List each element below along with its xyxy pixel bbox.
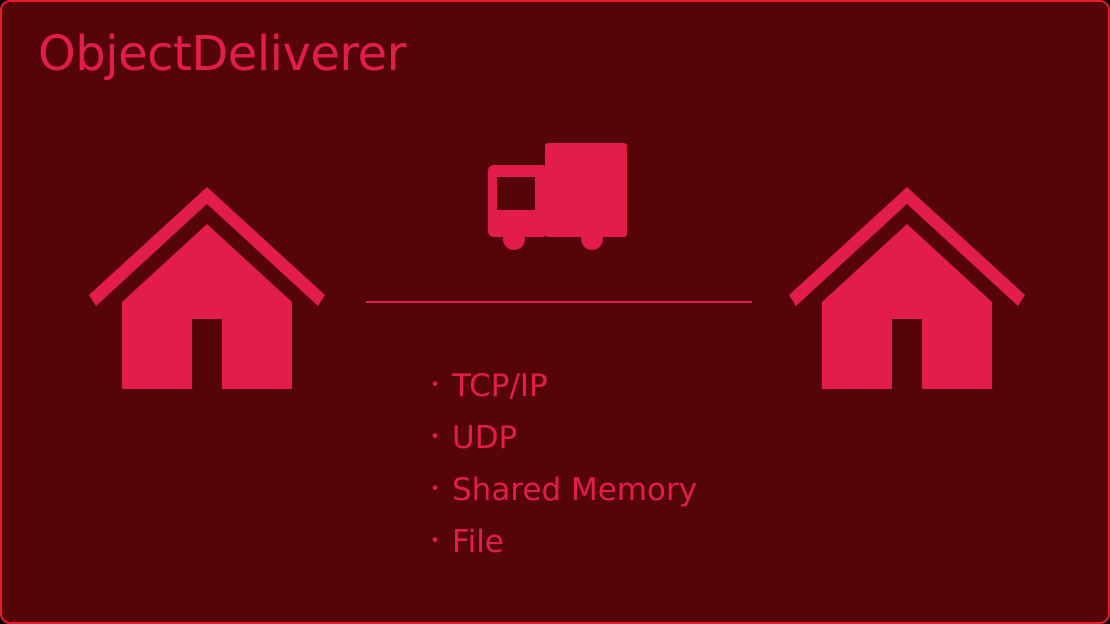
bullet: ・	[424, 373, 447, 398]
protocol-udp: UDP	[452, 420, 518, 456]
bullet: ・	[424, 477, 447, 502]
house-icon	[789, 187, 1025, 389]
protocol-tcp-ip: TCP/IP	[452, 368, 548, 404]
list-item: ・ File	[424, 516, 697, 568]
slide-title: ObjectDeliverer	[38, 26, 406, 82]
connection-line	[366, 301, 752, 303]
list-item: ・ TCP/IP	[424, 360, 697, 412]
protocol-file: File	[452, 524, 504, 560]
bullet: ・	[424, 425, 447, 450]
protocol-list: ・ TCP/IP ・ UDP ・ Shared Memory ・ File	[424, 360, 697, 568]
protocol-shared-memory: Shared Memory	[452, 472, 698, 508]
bullet: ・	[424, 529, 447, 554]
list-item: ・ Shared Memory	[424, 464, 697, 516]
list-item: ・ UDP	[424, 412, 697, 464]
